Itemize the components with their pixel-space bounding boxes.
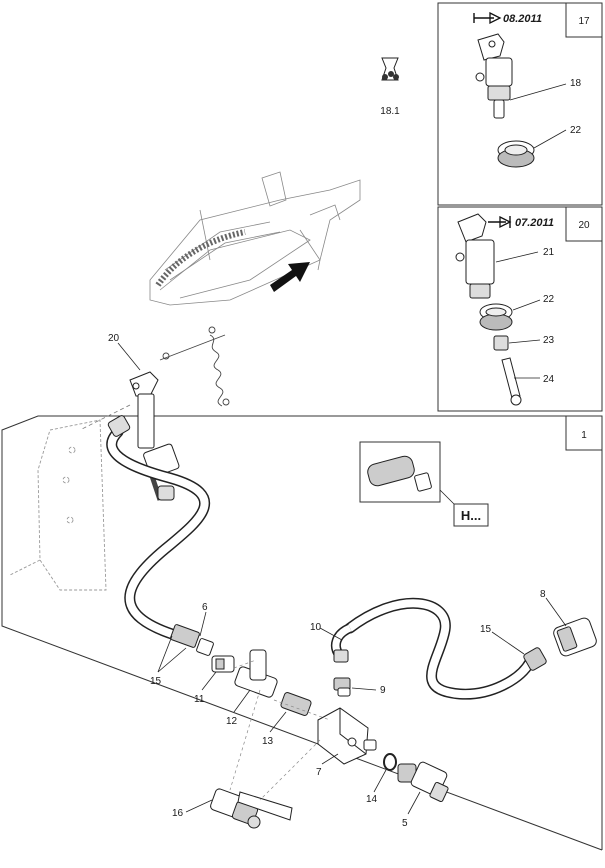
spring-assembly xyxy=(159,326,230,407)
cylinder-21 xyxy=(455,213,495,299)
detail-box: H... xyxy=(359,441,489,527)
callout-22a: 22 xyxy=(570,125,582,136)
panel-1-number: 1 xyxy=(581,430,587,441)
hose-fitting-top xyxy=(107,415,131,437)
o-ring-14 xyxy=(383,753,397,771)
callout-24: 24 xyxy=(543,374,555,385)
grease-icon xyxy=(381,57,399,81)
seal-22-top xyxy=(497,140,535,168)
valid-from-icon xyxy=(473,11,502,25)
nut-23 xyxy=(493,335,509,351)
tee-12 xyxy=(234,649,278,698)
view-arrow-icon xyxy=(270,262,310,292)
panel-20-number: 20 xyxy=(578,220,590,231)
detail-ref-box[interactable] xyxy=(453,503,489,527)
callout-21: 21 xyxy=(543,247,555,258)
callout-7: 7 xyxy=(316,767,322,778)
adapter-11 xyxy=(211,655,235,673)
fitting-13 xyxy=(280,692,312,716)
frame-overview xyxy=(149,171,361,306)
callout-10: 10 xyxy=(310,622,322,633)
panel-17: 17 08.2011 18 22 xyxy=(437,2,603,206)
connector-5 xyxy=(397,761,449,803)
seal-22-mid xyxy=(479,303,513,331)
panel-20-date: 07.2011 xyxy=(515,217,554,229)
callout-18: 18 xyxy=(570,78,582,89)
cylinder-18 xyxy=(475,33,513,119)
hose-left xyxy=(106,426,211,642)
callout-23: 23 xyxy=(543,335,555,346)
hose-right xyxy=(344,597,536,700)
panel-17-number: 17 xyxy=(578,16,590,27)
callout-22b: 22 xyxy=(543,294,555,305)
detail-ref-label: H... xyxy=(461,508,481,523)
callout-16: 16 xyxy=(172,808,184,819)
callout-12: 12 xyxy=(226,716,238,727)
fitting-9 xyxy=(333,677,351,697)
frame-bracket xyxy=(9,419,107,591)
callout-13: 13 xyxy=(262,736,274,747)
grease-label: 18.1 xyxy=(380,106,400,117)
valid-until-icon xyxy=(488,215,512,229)
hose-end-10 xyxy=(330,623,353,663)
panel-17-date: 08.2011 xyxy=(503,13,542,25)
hose-fitting-cyl xyxy=(157,485,175,501)
valve-block-7 xyxy=(317,707,377,765)
callout-6: 6 xyxy=(202,602,208,613)
panel-1: 1 xyxy=(1,415,603,851)
hose-end-6 xyxy=(170,624,214,656)
callout-15a: 15 xyxy=(150,676,162,687)
callout-11: 11 xyxy=(194,694,205,705)
leader-dashed xyxy=(79,404,131,431)
frame-hatch xyxy=(155,229,246,287)
rod-end-24 xyxy=(501,357,522,406)
callout-5: 5 xyxy=(402,818,408,829)
assembly-lines xyxy=(229,659,331,801)
callout-15b: 15 xyxy=(480,624,492,635)
callout-9: 9 xyxy=(380,685,386,696)
callout-20: 20 xyxy=(108,333,120,344)
panel-20: 20 07.2011 21 22 23 xyxy=(437,206,603,412)
coupler-8 xyxy=(553,617,597,657)
callout-14: 14 xyxy=(366,794,378,805)
callout-8: 8 xyxy=(540,589,546,600)
hose-end-15b xyxy=(523,647,547,671)
ball-valve-16 xyxy=(210,788,293,829)
